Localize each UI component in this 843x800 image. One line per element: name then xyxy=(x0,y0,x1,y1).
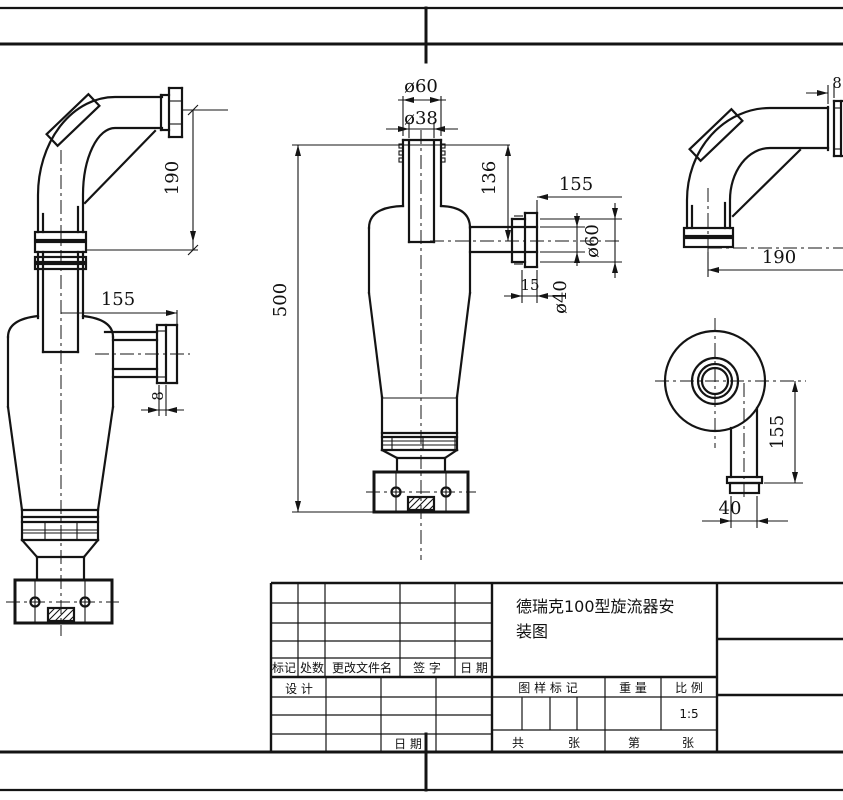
dim-front-d38-label: ø38 xyxy=(404,108,438,129)
dim-right-190: 190 xyxy=(707,247,843,277)
dim-front-d60-side-label: ø60 xyxy=(582,224,603,258)
dim-front-500: 500 xyxy=(270,144,510,513)
dim-front-136: 136 xyxy=(479,145,511,241)
rev-count-header: 处数 xyxy=(300,660,324,675)
front-view-feed-pipe xyxy=(430,211,622,269)
dim-top-40-label: 40 xyxy=(719,498,742,519)
top-view: 155 40 xyxy=(655,318,806,528)
dim-right-190-label: 190 xyxy=(762,247,796,268)
drawing-title-line2: 装图 xyxy=(516,622,548,641)
dim-left-190: 190 xyxy=(86,104,228,256)
date-label: 日 期 xyxy=(394,737,422,751)
dim-top-155: 155 xyxy=(764,381,803,484)
no-label: 第 xyxy=(628,736,640,750)
pad-plate xyxy=(45,92,101,148)
front-view-base xyxy=(366,470,476,514)
rev-date-header: 日 期 xyxy=(460,661,488,675)
dim-front-d60-top-label: ø60 xyxy=(404,76,438,97)
dim-left-8: 8 xyxy=(141,385,184,416)
dim-front-15-label: 15 xyxy=(520,276,539,294)
dim-top-155-label: 155 xyxy=(767,415,788,449)
total-label: 共 xyxy=(512,736,524,750)
dim-front-155: 155 xyxy=(536,174,622,212)
title-area: 德瑞克100型旋流器安 装图 图 样 标 记 重 量 比 例 1:5 共 张 第… xyxy=(492,597,717,752)
dim-front-d40-label: ø40 xyxy=(550,280,571,314)
revision-table: 标记 处数 更改文件名 签 字 日 期 设 计 日 期 xyxy=(271,583,492,752)
dim-left-155: 155 xyxy=(61,289,178,325)
dim-top-40: 40 xyxy=(702,496,788,528)
left-view-feed-pipe xyxy=(95,323,190,385)
front-view-apex xyxy=(380,395,459,474)
weight-label: 重 量 xyxy=(619,681,647,695)
total-sheet-label: 张 xyxy=(568,736,580,750)
dim-right-8-label: 8 xyxy=(832,74,842,92)
left-view: 190 155 8 xyxy=(6,86,228,636)
scale-label: 比 例 xyxy=(675,681,703,695)
title-block-right-cells xyxy=(717,637,843,697)
left-view-base xyxy=(6,578,119,625)
right-view-flange xyxy=(826,99,843,158)
front-view-top-pipe xyxy=(398,138,446,244)
title-block: 标记 处数 更改文件名 签 字 日 期 设 计 日 期 德瑞克100型旋流器安 … xyxy=(269,581,843,752)
front-view: ø60 ø38 500 136 xyxy=(270,76,622,560)
left-view-apex xyxy=(20,508,100,582)
dim-front-d60-side: ø60 xyxy=(540,203,622,278)
dim-left-155-label: 155 xyxy=(101,289,135,310)
sheet-frame xyxy=(0,6,843,792)
dim-front-d38: ø38 xyxy=(386,108,458,138)
design-label: 设 计 xyxy=(285,682,313,696)
rev-sign-header: 签 字 xyxy=(413,660,441,675)
drawing-mark-label: 图 样 标 记 xyxy=(518,680,577,695)
right-view-elbow: 8 190 xyxy=(682,74,843,277)
dim-front-155-label: 155 xyxy=(559,174,593,195)
dim-front-15: 15 xyxy=(504,270,554,303)
pad-plate xyxy=(688,107,744,163)
dim-right-8: 8 xyxy=(806,74,842,104)
left-view-top-flange xyxy=(159,86,184,139)
dim-front-136-label: 136 xyxy=(479,161,500,195)
dim-left-8-label: 8 xyxy=(149,391,167,401)
dim-left-190-label: 190 xyxy=(162,161,183,195)
rev-mark-header: 标记 xyxy=(272,661,296,675)
scale-value: 1:5 xyxy=(679,707,698,721)
dim-front-500-label: 500 xyxy=(270,283,291,317)
drawing-title-line1: 德瑞克100型旋流器安 xyxy=(516,597,675,616)
no-sheet-label: 张 xyxy=(682,736,694,750)
rev-file-header: 更改文件名 xyxy=(332,660,392,675)
dim-front-d40: ø40 xyxy=(540,213,585,314)
